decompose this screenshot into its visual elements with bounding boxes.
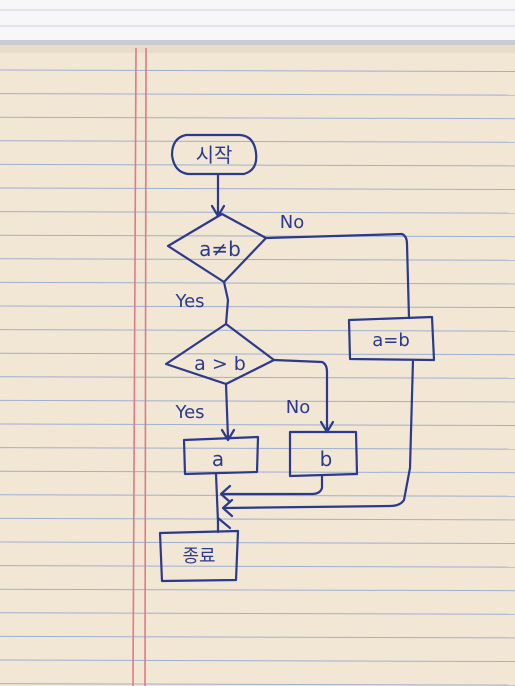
box-a-shape [182,435,260,476]
ruled-line [0,683,515,686]
ruled-line [0,281,515,285]
assign-return-arrowhead [221,498,234,518]
output-a-box: a [182,435,260,476]
arrow-decision2-to-a [220,382,236,442]
assign-return-connector [222,358,415,510]
ruled-line [0,588,515,592]
ruled-line [0,541,515,544]
ruled-line [0,140,515,143]
ruled-line [0,258,515,261]
start-label: 시작 [196,143,233,167]
ruled-line [0,659,515,662]
end-box-shape [158,529,240,583]
decision-a-not-equal-b: a≠b No Yes [166,212,304,312]
box-a-label: a [212,447,224,471]
ruled-line [0,517,515,521]
start-terminal: 시작 [170,133,258,176]
box-b-return-connector [220,474,324,496]
end-label: 종료 [182,546,215,567]
assign-a-equals-b-box: a=b [347,315,436,362]
ruled-line [0,163,515,167]
ruled-line [0,565,515,568]
merge-tick [216,516,232,530]
ruled-line [0,305,515,308]
decision1-no-connector [264,232,411,320]
ruled-line [0,423,515,426]
ruled-line [0,211,515,214]
decision1-yes-connector [222,280,230,326]
arrow-shaft [224,382,230,440]
arrow-head [220,428,236,442]
decision1-no-label: No [280,212,304,233]
decision2-yes-label: Yes [174,402,204,423]
ruled-line [0,116,515,120]
ruled-line [0,352,515,356]
box-a-down-connector [214,472,220,524]
ruled-line [0,69,515,72]
notebook-page [0,45,515,686]
ruled-line [0,635,515,639]
ruled-line [0,187,515,190]
ruled-line [0,376,515,379]
margin-lines [132,47,147,686]
box-b-return-arrowhead [219,484,232,504]
output-b-box: b [288,430,359,478]
ruled-line [0,612,515,615]
ruled-line [0,93,515,96]
ruled-line [0,399,515,403]
upper-page-lines [0,9,515,27]
assign-box-shape [347,315,436,362]
end-box: 종료 [158,520,240,583]
box-b-shape [288,430,359,478]
ruled-line [0,329,515,332]
decision2-label: a > b [194,353,246,375]
box-b-label: b [320,447,333,471]
decision1-label: a≠b [199,237,241,261]
page-shadow [0,45,515,53]
assign-box-label: a=b [372,330,410,351]
ruled-line [0,234,515,238]
upper-page-edge [0,0,515,40]
arrow-shaft [272,358,329,432]
ruled-line [0,494,515,497]
start-terminal-shape [170,133,258,176]
decision2-no-label: No [286,397,310,418]
decision1-yes-label: Yes [174,291,204,312]
